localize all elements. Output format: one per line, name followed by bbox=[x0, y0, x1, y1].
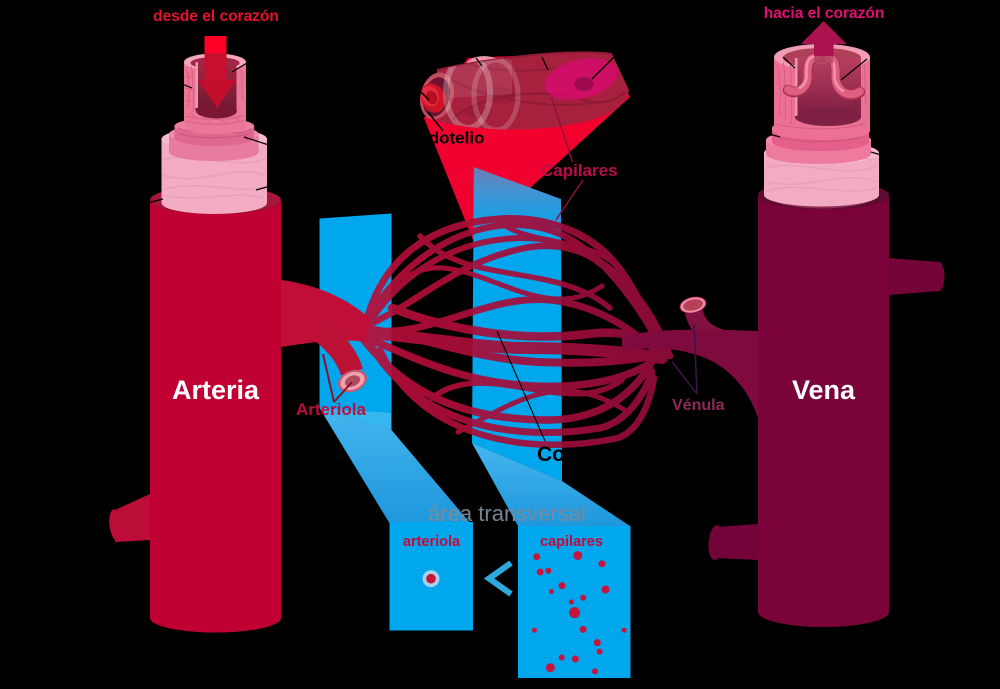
svg-text:Corte: Corte bbox=[537, 443, 592, 466]
svg-text:Endotelio: Endotelio bbox=[407, 129, 484, 148]
svg-text:arteriola: arteriola bbox=[403, 534, 461, 550]
svg-text:Capilares: Capilares bbox=[541, 161, 618, 180]
svg-text:desde el corazón: desde el corazón bbox=[153, 8, 279, 25]
svg-text:hacia el corazón: hacia el corazón bbox=[764, 5, 885, 22]
svg-text:Vena: Vena bbox=[792, 375, 856, 405]
svg-text:área transversal: área transversal bbox=[428, 501, 586, 526]
svg-text:Vénula: Vénula bbox=[672, 397, 725, 414]
svg-text:capilares: capilares bbox=[540, 534, 603, 550]
svg-text:Arteriola: Arteriola bbox=[296, 400, 366, 419]
svg-text:Arteria: Arteria bbox=[172, 375, 260, 405]
